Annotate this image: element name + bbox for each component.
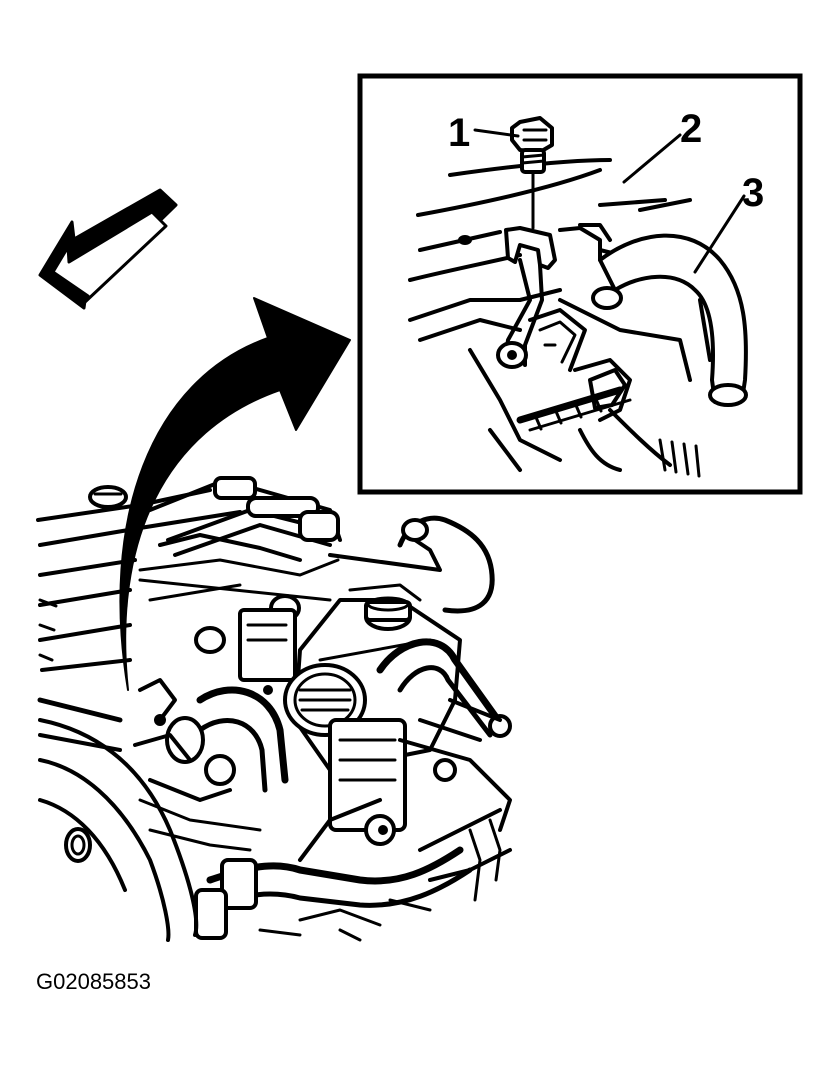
detail-inset: 1 2 3 xyxy=(357,73,803,495)
forward-direction-arrow xyxy=(38,188,178,310)
callout-3: 3 xyxy=(742,171,764,215)
callout-2: 2 xyxy=(680,107,702,151)
callout-1: 1 xyxy=(448,111,470,155)
bolt-item-1 xyxy=(510,116,554,230)
detail-pointer-arrow xyxy=(119,297,351,691)
figure-id: G02085853 xyxy=(36,969,151,994)
engine-overview xyxy=(36,476,512,942)
